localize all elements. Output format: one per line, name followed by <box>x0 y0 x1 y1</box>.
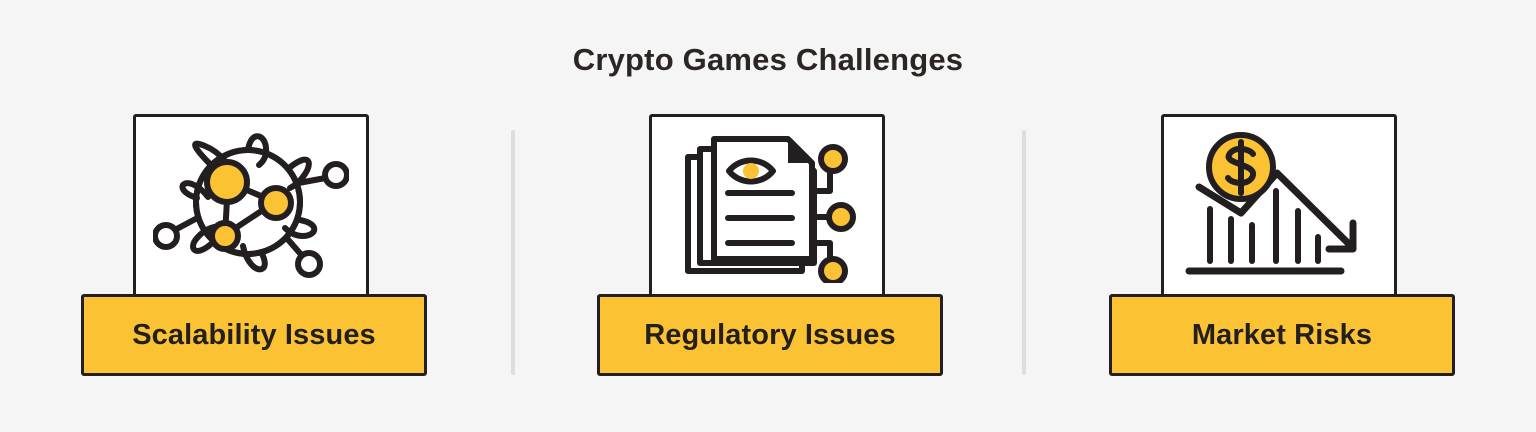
card-market-risks[interactable]: Market Risks <box>1109 114 1455 376</box>
card-banner[interactable]: Market Risks <box>1109 294 1455 376</box>
divider-1 <box>511 130 515 375</box>
card-label: Market Risks <box>1191 318 1373 351</box>
card-label: Scalability Issues <box>132 318 376 351</box>
card-banner[interactable]: Regulatory Issues <box>597 294 943 376</box>
declining-chart-icon <box>1164 117 1394 297</box>
page-title: Crypto Games Challenges <box>572 42 964 77</box>
card-image-frame <box>1161 114 1397 300</box>
card-banner[interactable]: Scalability Issues <box>81 294 427 376</box>
documents-review-icon <box>652 117 882 297</box>
card-scalability-issues[interactable]: Scalability Issues <box>81 114 427 376</box>
card-image-frame <box>649 114 885 300</box>
card-label: Regulatory Issues <box>644 318 896 351</box>
card-image-frame <box>133 114 369 300</box>
divider-2 <box>1022 130 1026 375</box>
network-nodes-icon <box>136 117 366 297</box>
card-regulatory-issues[interactable]: Regulatory Issues <box>597 114 943 376</box>
